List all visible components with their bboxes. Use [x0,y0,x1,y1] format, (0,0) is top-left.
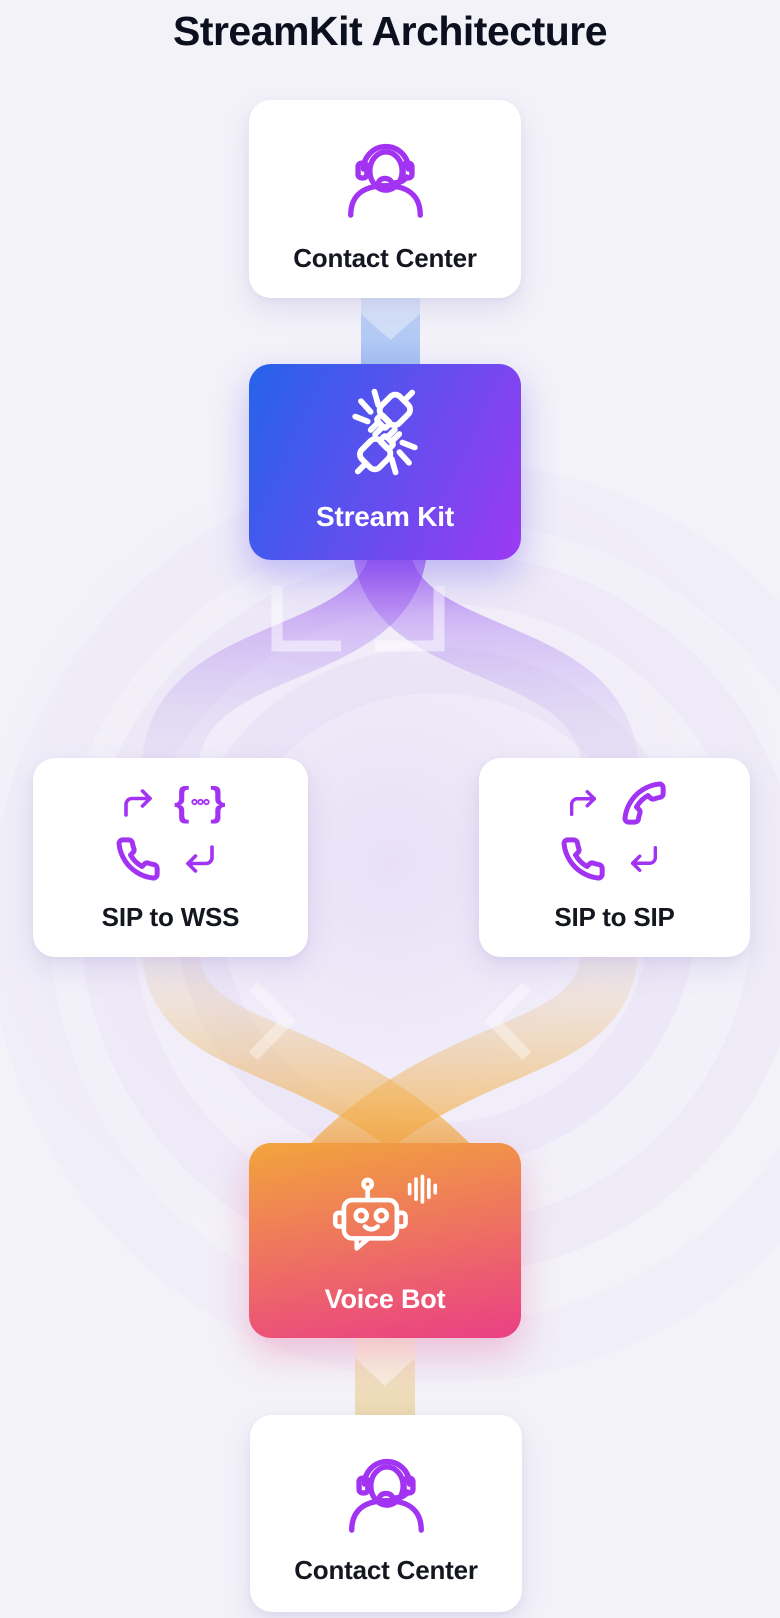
node-voice-bot: Voice Bot [249,1143,521,1338]
node-sip-to-wss: { } SIP to WSS [33,758,308,957]
sound-wave-icon [407,1174,438,1204]
node-stream-kit: Stream Kit [249,364,521,560]
node-label: Contact Center [294,1555,478,1585]
phone-icon [116,837,160,881]
json-braces-icon: { } [174,780,226,824]
corner-up-right-arrow-icon [123,789,152,817]
call-to-call-cycle-icon [479,780,750,882]
phone-icon [561,837,605,881]
plug-connection-icon [249,382,521,482]
call-to-json-cycle-icon: { } [33,780,308,882]
voicebot-merge-ribbons [141,941,639,1187]
node-label: Contact Center [293,243,477,273]
node-contact-center-bottom: Contact Center [250,1415,522,1612]
corner-down-left-arrow-icon [185,845,214,873]
down-chevron-icon [355,1338,415,1386]
flow-direction-marks [248,586,532,1061]
arrow-voicebot-to-contactcenter [355,1338,415,1415]
node-sip-to-sip: SIP to SIP [479,758,750,957]
svg-text:{: { [174,780,190,824]
node-label: SIP to SIP [554,902,675,932]
page-title: StreamKit Architecture [172,8,608,54]
phone-icon [621,781,666,825]
arrow-contactcenter-to-streamkit [361,298,420,364]
node-label: SIP to WSS [101,902,240,932]
node-label: Voice Bot [324,1284,446,1314]
down-chevron-icon [361,298,420,340]
svg-text:}: } [210,780,226,824]
node-label: Stream Kit [315,501,455,532]
node-contact-center-top: Contact Center [249,100,521,298]
headset-agent-icon [249,126,521,220]
corner-down-left-arrow-icon [630,845,657,873]
corner-up-right-arrow-icon [569,789,596,817]
robot-voice-icon [249,1169,521,1253]
streamkit-branch-ribbons [141,538,639,774]
headset-agent-icon [250,1441,522,1535]
